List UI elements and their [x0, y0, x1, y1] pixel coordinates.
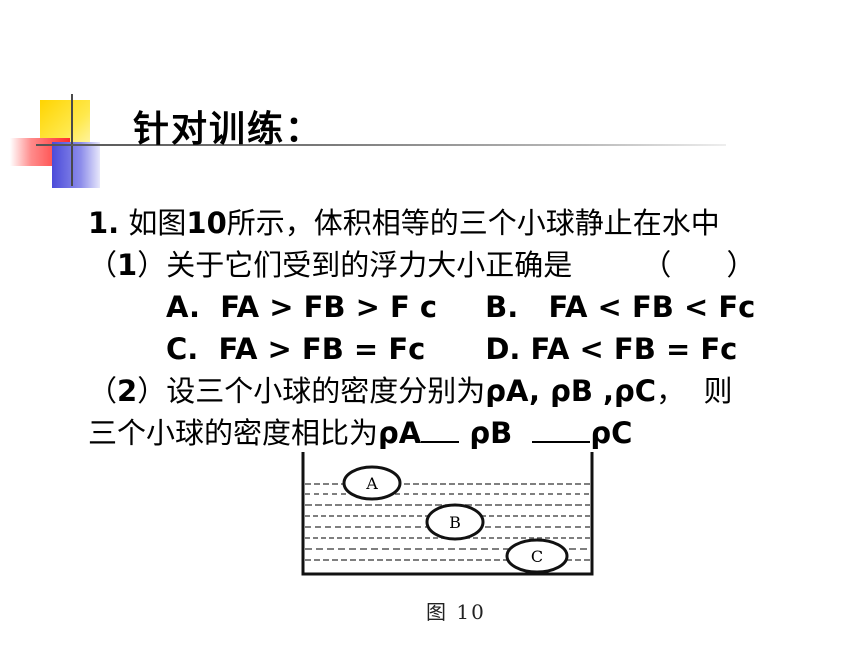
decor-vertical-line — [71, 94, 73, 186]
beaker-figure: A B C — [301, 452, 594, 576]
ball-c: C — [505, 538, 569, 574]
question-line-1: 1. 如图10所示，体积相等的三个小球静止在水中 — [88, 206, 720, 240]
option-d: D. FA < FB = Fc — [485, 332, 738, 366]
blank-1 — [421, 415, 460, 443]
ball-a: A — [342, 465, 402, 501]
title-underline — [36, 144, 726, 146]
slide-title: 针对训练： — [133, 109, 324, 150]
ball-c-label: C — [531, 547, 543, 566]
beaker-outline — [301, 452, 594, 576]
ball-b: B — [425, 503, 485, 541]
options-row-2: C. FA > FB = Fc D. FA < FB = Fc — [88, 328, 818, 370]
option-a: A. FA > FB > F c — [166, 290, 438, 324]
options-row-1: A. FA > FB > F c B. FA < FB < Fc — [88, 286, 818, 328]
blank-2 — [532, 415, 591, 443]
question-line-6: 三个小球的密度相比为ρA ρB ρC — [88, 415, 633, 450]
decor-blue-square — [52, 142, 100, 188]
figure-caption: 图 10 — [426, 600, 486, 624]
ball-a-label: A — [365, 474, 378, 493]
question-line-5: （2）设三个小球的密度分别为ρA, ρB ,ρC， 则 — [88, 374, 733, 408]
question-text: 1. 如图10所示，体积相等的三个小球静止在水中 （1）关于它们受到的浮力大小正… — [88, 202, 818, 454]
ball-b-label: B — [449, 513, 461, 532]
option-b: B. FA < FB < Fc — [485, 290, 756, 324]
question-line-2: （1）关于它们受到的浮力大小正确是（ ） — [88, 248, 756, 282]
option-c: C. FA > FB = Fc — [166, 332, 426, 366]
answer-paren: （ ） — [642, 248, 756, 282]
